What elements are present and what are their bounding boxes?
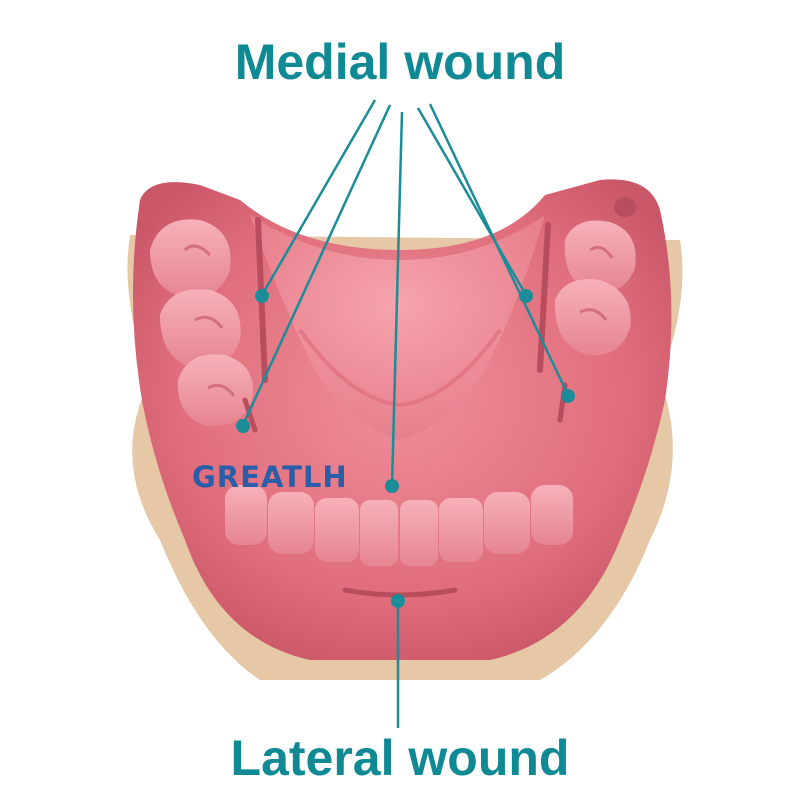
brand-logo-text: GREATLH: [192, 460, 348, 494]
palate-area: [250, 215, 545, 440]
front-teeth: [225, 485, 573, 566]
medial-wound-label: Medial wound: [234, 34, 566, 90]
lateral-wound-label: Lateral wound: [230, 730, 570, 786]
medial-pointer-lines: [241, 99, 570, 486]
right-molars: [554, 197, 636, 356]
pointer-dots: [236, 289, 575, 608]
palate-ridge: [298, 328, 502, 408]
left-molars: [150, 219, 253, 427]
